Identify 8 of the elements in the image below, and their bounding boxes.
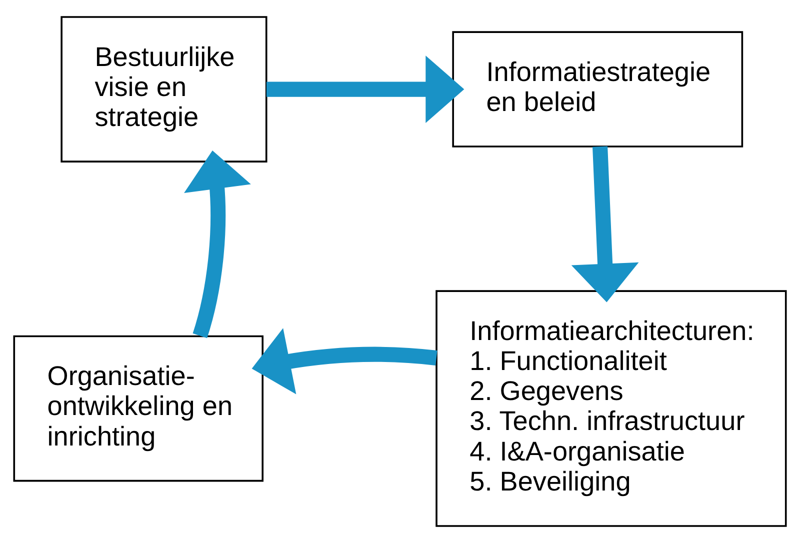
arrow: [252, 328, 438, 394]
arrow: [571, 146, 639, 302]
node-box: Informatiestrategie en beleid: [452, 31, 744, 148]
node-box: Organisatie- ontwikkeling en inrichting: [13, 335, 264, 482]
arrow: [184, 150, 251, 338]
node-box: Bestuurlijke visie en strategie: [60, 16, 268, 162]
arrow: [266, 56, 464, 123]
node-box: Informatiearchitecturen: 1. Functionaliteit 2. Gegevens 3. Techn. infrastructuur 4. I&A-organisatie 5. Beveiliging: [436, 290, 787, 527]
